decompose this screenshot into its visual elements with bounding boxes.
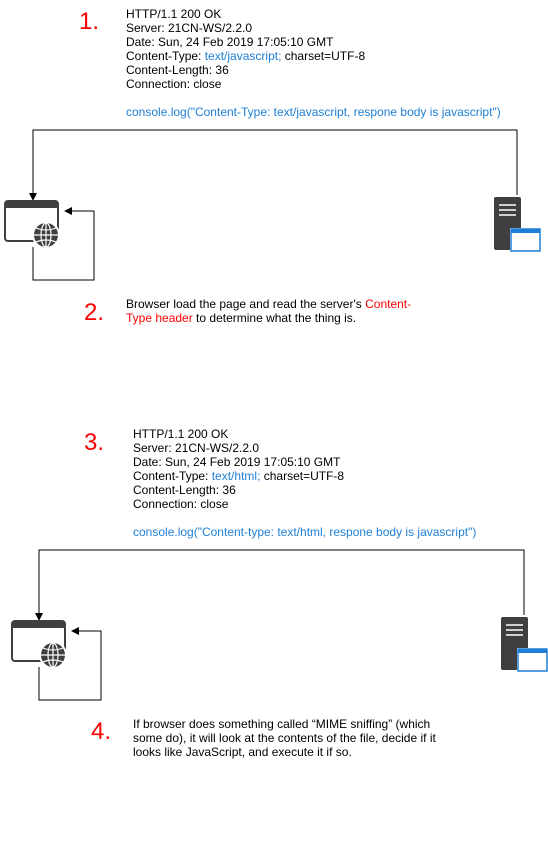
browser-globe-icon	[11, 620, 67, 669]
content-length-header: Content-Length: 36	[133, 483, 236, 497]
step-1-number: 1.	[79, 8, 100, 35]
content-type-header: Content-Type: text/javascript; charset=U…	[126, 49, 366, 63]
step-3-number: 3.	[84, 429, 105, 456]
server-window-icon	[494, 197, 541, 252]
console-log-line: console.log("Content-type: text/html, re…	[133, 525, 477, 539]
step-1-http-response: HTTP/1.1 200 OK Server: 21CN-WS/2.2.0 Da…	[126, 7, 501, 119]
step-2-description: Browser load the page and read the serve…	[126, 297, 412, 325]
console-log-line: console.log("Content-Type: text/javascri…	[126, 105, 501, 119]
content-type-header: Content-Type: text/html; charset=UTF-8	[133, 469, 345, 483]
content-type-highlight: Content-Type header	[126, 297, 412, 325]
step-4-description: If browser does something called “MIME s…	[133, 717, 436, 759]
date-header: Date: Sun, 24 Feb 2019 17:05:10 GMT	[133, 455, 341, 469]
status-line: HTTP/1.1 200 OK	[126, 7, 222, 21]
content-length-header: Content-Length: 36	[126, 63, 229, 77]
server-header: Server: 21CN-WS/2.2.0	[133, 441, 260, 455]
browser-globe-icon	[4, 200, 60, 249]
browser-self-loop-top	[32, 207, 95, 281]
connection-header: Connection: close	[126, 77, 222, 91]
browser-self-loop-bottom	[38, 627, 102, 701]
connector-server-to-browser-top	[29, 129, 518, 201]
connector-server-to-browser-bottom	[35, 549, 525, 621]
server-header: Server: 21CN-WS/2.2.0	[126, 21, 253, 35]
step-2-number: 2.	[84, 299, 105, 326]
step-4-number: 4.	[91, 718, 112, 745]
connection-header: Connection: close	[133, 497, 229, 511]
content-type-value: text/javascript;	[204, 49, 282, 63]
status-line: HTTP/1.1 200 OK	[133, 427, 229, 441]
server-window-icon	[501, 617, 548, 672]
step-3-http-response: HTTP/1.1 200 OK Server: 21CN-WS/2.2.0 Da…	[133, 427, 476, 539]
date-header: Date: Sun, 24 Feb 2019 17:05:10 GMT	[126, 35, 334, 49]
content-type-value: text/html;	[211, 469, 261, 483]
